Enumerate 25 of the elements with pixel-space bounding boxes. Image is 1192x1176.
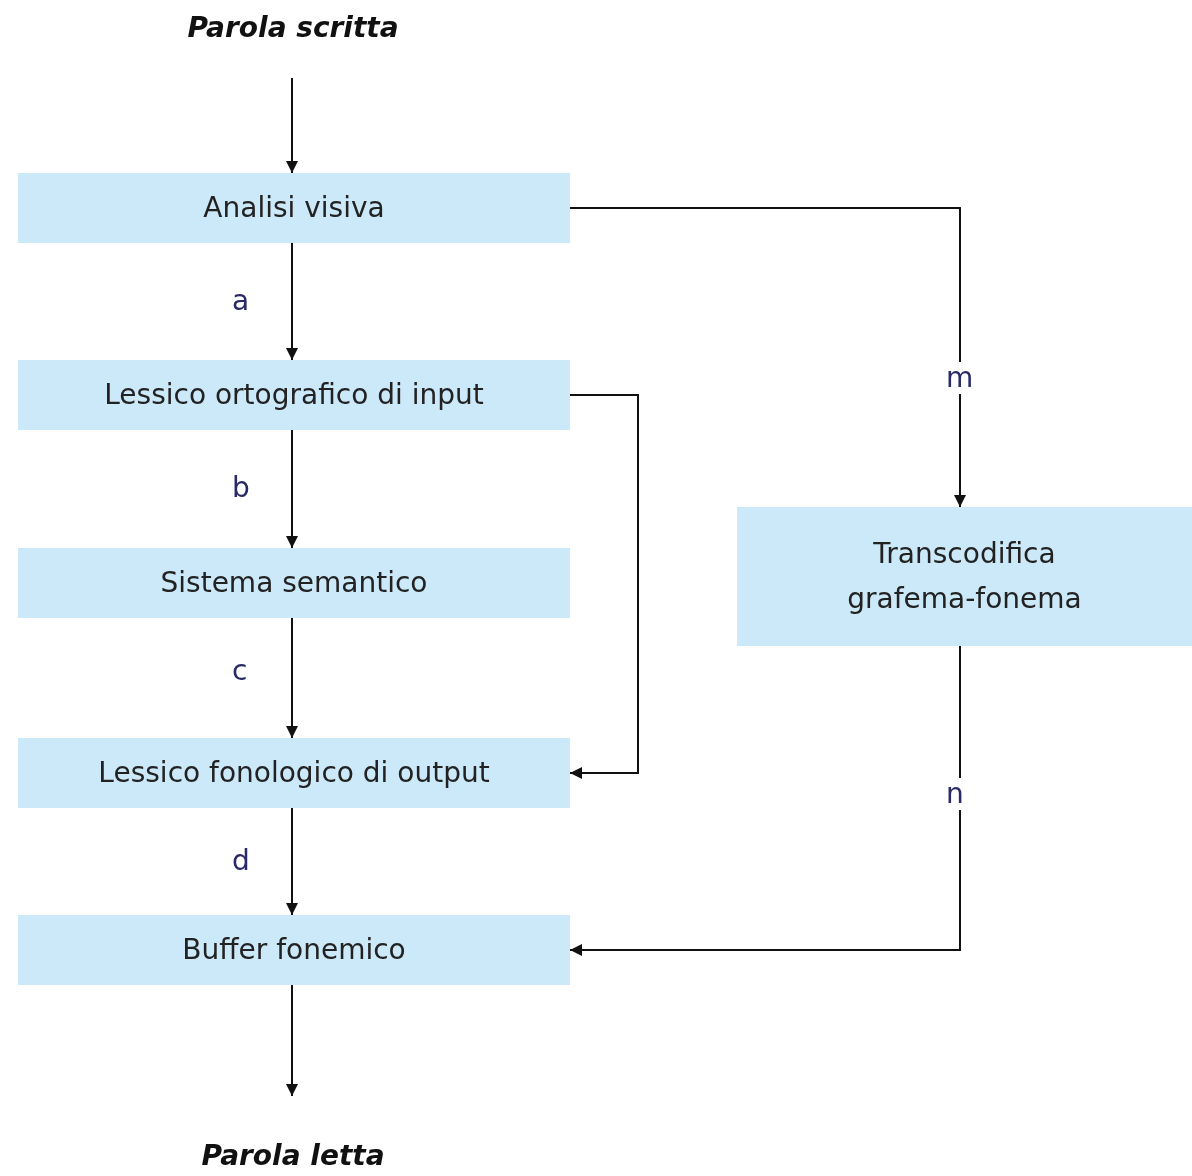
box-label: Buffer fonemico — [182, 931, 406, 968]
box-label: Analisi visiva — [203, 189, 385, 226]
process-box — [18, 915, 570, 985]
arrow — [286, 77, 298, 174]
process-box — [18, 360, 570, 430]
arrow — [569, 645, 961, 956]
arrow — [286, 807, 298, 916]
arrow — [286, 617, 298, 739]
process-box — [18, 548, 570, 618]
edge-label: n — [946, 778, 964, 810]
box-label: Transcodifica grafema-fonema — [846, 535, 1083, 617]
arrow — [286, 984, 298, 1097]
box-label: Sistema semantico — [160, 564, 428, 601]
process-box — [737, 507, 1192, 646]
flow-label: Parola scritta — [187, 9, 399, 46]
box-label: Lessico ortografico di input — [104, 376, 484, 413]
flow-label: Parola letta — [201, 1137, 385, 1174]
edge-label: m — [946, 362, 974, 394]
arrow — [286, 242, 298, 361]
arrow — [569, 207, 966, 508]
box-label: Lessico fonologico di output — [98, 754, 490, 791]
arrow — [286, 429, 298, 549]
process-box — [18, 173, 570, 243]
arrow — [569, 394, 639, 779]
process-box — [18, 738, 570, 808]
